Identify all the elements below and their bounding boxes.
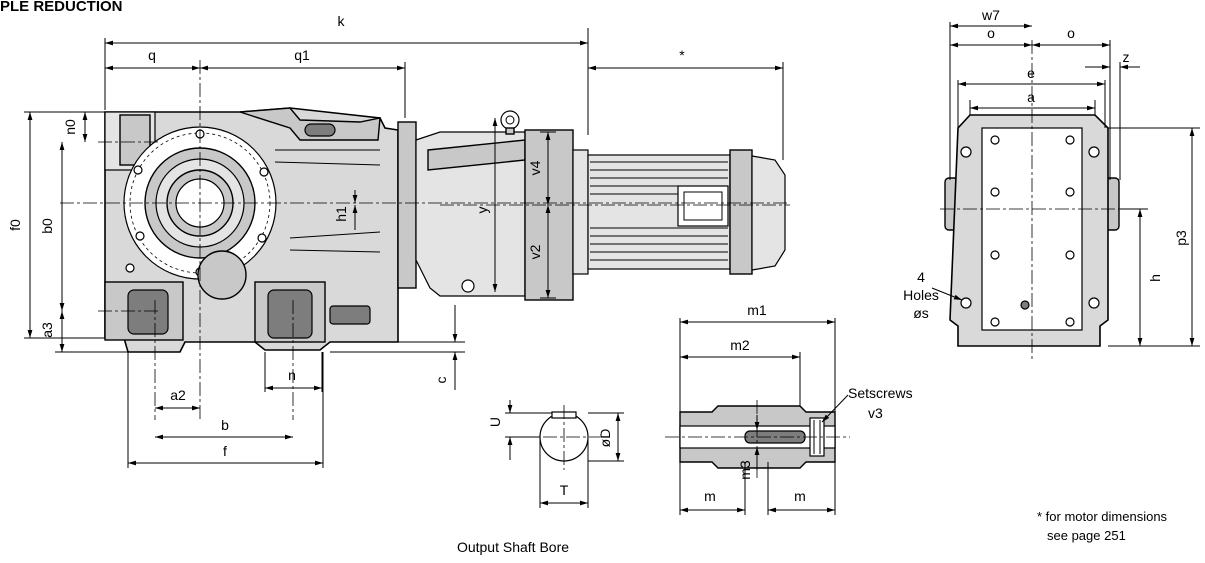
housing-slot xyxy=(304,123,336,137)
dim-e: e xyxy=(1027,65,1035,81)
dim-f: f xyxy=(223,443,227,459)
dim-z: z xyxy=(1123,49,1130,65)
dim-f0: f0 xyxy=(7,219,23,231)
dim-U: U xyxy=(487,417,503,427)
setscrews-note-label: Setscrews xyxy=(848,385,913,401)
dim-m-right: m xyxy=(794,488,806,504)
dim-v4: v4 xyxy=(527,160,543,175)
dim-m-left: m xyxy=(704,488,716,504)
footnote-line2: see page 251 xyxy=(1047,528,1126,543)
dim-a2: a2 xyxy=(170,387,186,403)
dim-m2: m2 xyxy=(730,337,750,353)
footnote-line1: * for motor dimensions xyxy=(1037,509,1168,524)
adapter-flange xyxy=(397,121,417,289)
right-foot-slot xyxy=(267,289,313,339)
housing-ribs xyxy=(274,149,381,253)
dim-h: h xyxy=(1147,274,1163,282)
left-foot-slot xyxy=(127,289,169,335)
fan-cover-ring xyxy=(729,149,753,275)
dim-v2: v2 xyxy=(527,244,543,259)
holes-note-size: øs xyxy=(913,305,929,321)
dim-n0: n0 xyxy=(62,119,78,135)
dim-p3: p3 xyxy=(1173,230,1189,246)
lower-boss xyxy=(197,250,247,300)
dim-T: T xyxy=(560,482,569,498)
dim-h1: h1 xyxy=(333,206,349,222)
page-title: PLE REDUCTION xyxy=(0,0,123,15)
bore-dimensions: m1 m2 m m m3 Setscrews v3 xyxy=(679,302,913,515)
front-dimensions: k q q1 * f0 n0 b0 a3 h1 y xyxy=(7,13,784,468)
dim-k: k xyxy=(338,13,346,29)
dim-y: y xyxy=(474,207,490,214)
dim-b: b xyxy=(221,417,229,433)
dim-m1: m1 xyxy=(747,302,767,318)
dim-b0: b0 xyxy=(39,218,55,234)
holes-note-count: 4 xyxy=(917,269,925,285)
dim-w7: w7 xyxy=(981,7,1000,23)
dim-D: øD xyxy=(597,429,613,448)
holes-note-label: Holes xyxy=(903,287,939,303)
eye-bolt xyxy=(500,110,520,130)
dim-a3: a3 xyxy=(39,322,55,338)
motor-flange xyxy=(524,129,574,301)
dim-o-left: o xyxy=(987,25,995,41)
end-view xyxy=(940,40,1135,360)
drain-plug xyxy=(125,263,135,273)
fan-cover xyxy=(751,155,786,271)
terminal-box xyxy=(677,185,729,227)
end-bolts xyxy=(960,135,1100,327)
end-dimensions: w7 o o z e a h p3 4 Holes øs xyxy=(903,7,1200,347)
nameplate xyxy=(329,305,371,325)
dim-m3: m3 xyxy=(737,460,753,480)
dim-q: q xyxy=(148,47,156,63)
motor-spigot xyxy=(572,149,589,275)
bell-housing xyxy=(415,131,526,297)
dim-a: a xyxy=(1027,89,1035,105)
setscrews-note-size: v3 xyxy=(868,405,883,421)
shaft-cross-section: U øD T xyxy=(487,400,624,508)
dim-n: n xyxy=(288,367,296,383)
dim-motor-star: * xyxy=(679,47,685,63)
bell-plug xyxy=(461,279,475,293)
front-view xyxy=(60,60,790,420)
bore-caption: Output Shaft Bore xyxy=(457,539,569,555)
dim-o-right: o xyxy=(1067,25,1075,41)
dim-q1: q1 xyxy=(294,47,310,63)
dim-c: c xyxy=(433,377,449,384)
